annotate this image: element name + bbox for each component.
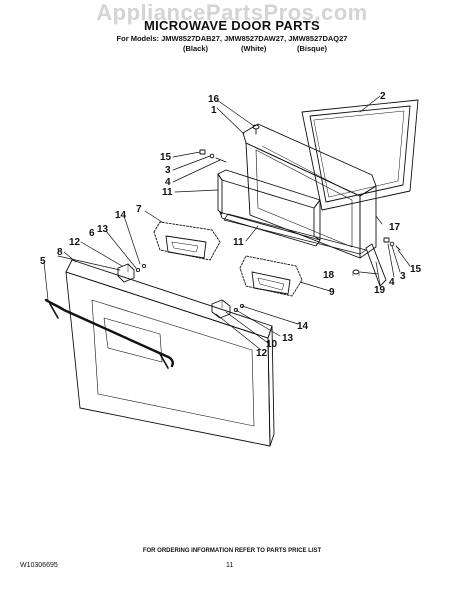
finish-white: (White) <box>241 44 267 53</box>
callout-2: 2 <box>380 91 386 102</box>
callout-1: 1 <box>211 105 217 116</box>
callout-5: 5 <box>40 256 46 267</box>
callout-9: 9 <box>329 287 335 298</box>
callout-7: 7 <box>136 204 142 215</box>
callout-11-upper: 11 <box>162 187 173 198</box>
callout-3-lower: 3 <box>400 271 406 282</box>
callout-3-upper: 3 <box>165 165 171 176</box>
finish-black: (Black) <box>183 44 209 53</box>
callout-17: 17 <box>389 222 401 233</box>
part-door-handle <box>44 298 174 369</box>
callout-11-lower: 11 <box>233 237 244 248</box>
part-side-bar <box>365 243 387 287</box>
part-hardware-upper <box>199 149 227 163</box>
leader-lines <box>43 95 411 351</box>
part-door-seal <box>217 169 367 255</box>
callout-13-upper: 13 <box>97 224 109 235</box>
finish-bisque: (Bisque) <box>297 44 327 53</box>
callout-6: 6 <box>89 228 95 239</box>
part-bottom-pad <box>352 269 360 277</box>
page-number: 11 <box>226 562 234 569</box>
page-title: MICROWAVE DOOR PARTS <box>144 18 320 33</box>
callout-19: 19 <box>374 285 386 296</box>
part-hinge-upper <box>153 221 221 261</box>
callout-4-lower: 4 <box>389 277 395 288</box>
callout-16: 16 <box>208 94 220 105</box>
callout-15-upper: 15 <box>160 152 172 163</box>
callout-15-lower: 15 <box>410 264 422 275</box>
models-line: For Models: JMW8527DAB27, JMW8527DAW27, … <box>116 34 348 43</box>
callout-14-upper: 14 <box>115 210 127 221</box>
document-number: W10306695 <box>20 562 58 569</box>
part-outer-door-panel <box>65 259 275 447</box>
callout-14-lower: 14 <box>297 321 309 332</box>
part-screw-top <box>252 124 260 135</box>
callout-4-upper: 4 <box>165 177 171 188</box>
callout-12-lower: 12 <box>256 348 268 359</box>
part-hinge-lower <box>239 255 303 297</box>
part-door-frame <box>301 99 419 211</box>
ordering-note: FOR ORDERING INFORMATION REFER TO PARTS … <box>142 548 322 554</box>
callout-8: 8 <box>57 247 63 258</box>
part-latch-lower <box>211 299 245 319</box>
part-inner-door-panel <box>242 123 377 259</box>
part-hardware-lower <box>383 237 401 251</box>
callout-13-lower: 13 <box>282 333 294 344</box>
callout-10: 10 <box>266 339 278 350</box>
callout-18: 18 <box>323 270 335 281</box>
callout-12-upper: 12 <box>69 237 81 248</box>
part-latch-upper <box>117 263 147 283</box>
callouts: 16 1 2 15 3 4 11 7 14 6 13 12 8 5 11 17 … <box>40 91 422 359</box>
watermark: AppliancePartsPros.com <box>96 0 368 25</box>
